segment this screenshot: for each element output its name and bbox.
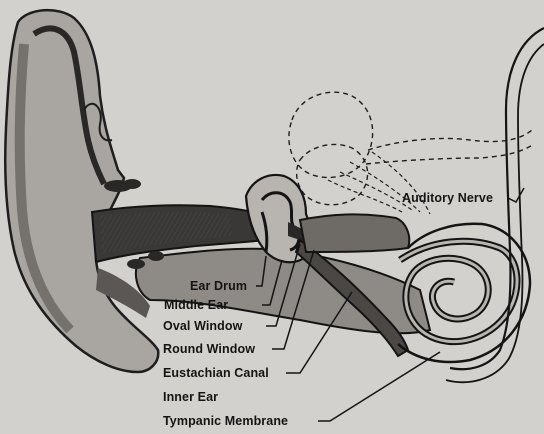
vestibule	[300, 214, 409, 252]
pinna	[5, 10, 158, 372]
label-eustachian-canal: Eustachian Canal	[163, 366, 269, 380]
bone-cell	[148, 251, 164, 261]
auditory-nerve-inner	[446, 44, 544, 382]
label-middle-ear: Middle Ear	[164, 298, 228, 312]
semicircular-canals	[289, 92, 534, 205]
leader-auditory-nerve	[508, 188, 524, 202]
label-ear-drum: Ear Drum	[190, 279, 247, 293]
label-auditory-nerve: Auditory Nerve	[402, 191, 493, 205]
leader-tympanic-membrane	[318, 352, 440, 421]
bone-cell	[127, 259, 145, 269]
label-round-window: Round Window	[163, 342, 255, 356]
cartilage-blob	[123, 179, 141, 189]
label-oval-window: Oval Window	[163, 319, 242, 333]
label-inner-ear: Inner Ear	[163, 390, 218, 404]
label-tympanic-membrane: Tympanic Membrane	[163, 414, 288, 428]
